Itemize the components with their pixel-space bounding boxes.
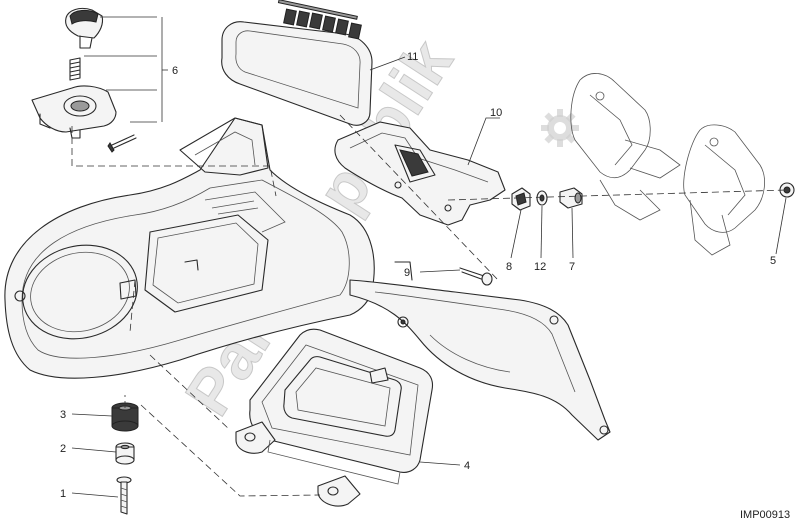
led-strip [277,0,362,40]
gear-icon [541,109,579,147]
leader-lines [71,16,788,498]
diagram-code: IMP00913 [740,509,790,521]
callout-9: 9 [404,267,410,279]
side-panel [349,261,611,441]
callout-8: 8 [506,261,512,273]
hardware-parts [459,182,795,286]
callout-3: 3 [60,409,66,421]
callout-5: 5 [770,255,776,267]
callout-1: 1 [60,488,66,500]
switch-assembly [31,7,137,153]
callout-12: 12 [534,261,546,273]
callout-4: 4 [464,460,470,472]
callout-2: 2 [60,443,66,455]
instrument-lens [221,0,373,126]
callout-11: 11 [407,51,418,63]
mounting-bracket-rear [570,73,765,256]
grommet-stack [111,402,139,515]
callout-labels: 6 11 10 8 12 7 5 9 4 3 2 1 [60,51,776,500]
callout-10: 10 [490,107,502,119]
instrument-housing [235,328,434,507]
spring [69,57,81,81]
callout-6: 6 [172,65,178,77]
callout-7: 7 [569,261,575,273]
